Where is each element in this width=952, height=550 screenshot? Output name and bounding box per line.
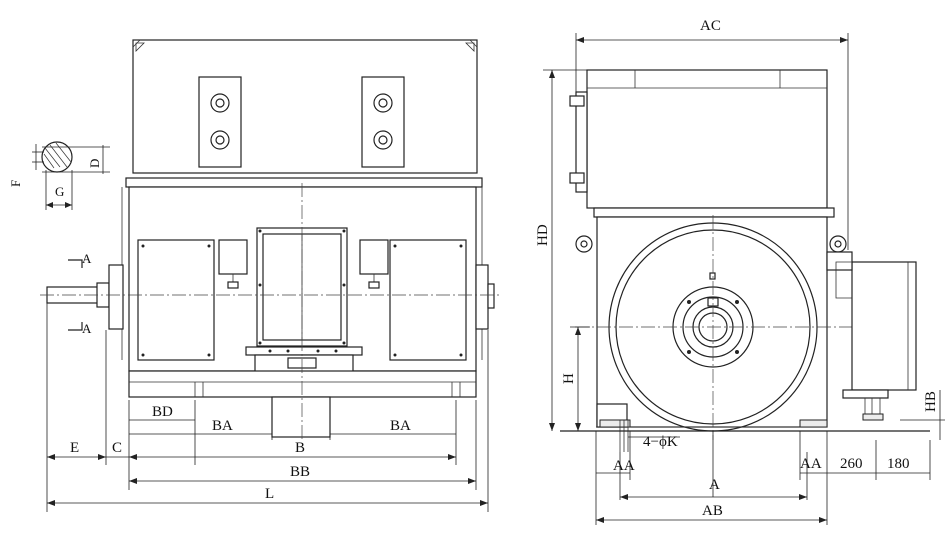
- dim-ac: AC: [700, 18, 721, 34]
- dim-ba-right: BA: [390, 418, 411, 434]
- motor-base: [128, 370, 477, 398]
- dim-260: 260: [840, 456, 863, 472]
- dim-180: 180: [887, 456, 910, 472]
- dim-g: G: [55, 184, 64, 199]
- terminal-box: [132, 39, 478, 174]
- dim-h: H: [561, 373, 577, 384]
- dim-bb: BB: [290, 464, 310, 480]
- upper-housing: [586, 69, 828, 209]
- dim-hb: HB: [923, 391, 939, 412]
- top-flange: [125, 177, 483, 188]
- center-foot: [271, 396, 331, 438]
- dim-aa-left: AA: [613, 458, 635, 474]
- front-view: A A D F G: [8, 39, 500, 512]
- dim-bd: BD: [152, 404, 173, 420]
- dim-hd: HD: [535, 224, 551, 246]
- panel-left: [137, 239, 215, 361]
- dim-l: L: [265, 486, 274, 502]
- aux-box-left: [218, 239, 248, 275]
- bearing-cap-left: [108, 264, 124, 330]
- bearing-cap-right: [475, 264, 489, 330]
- bushing-plate-right: [361, 76, 405, 168]
- dim-4-phi-k: 4−ϕK: [643, 434, 678, 450]
- dim-e: E: [70, 440, 79, 456]
- side-terminal-box: [851, 261, 917, 391]
- dim-ab: AB: [702, 503, 723, 519]
- panel-right: [389, 239, 467, 361]
- side-body: [596, 216, 828, 428]
- dim-f: F: [8, 180, 23, 187]
- bushing-plate-left: [198, 76, 242, 168]
- dim-a-bottom: A: [709, 477, 720, 493]
- dim-ba-left: BA: [212, 418, 233, 434]
- section-a-lower: A: [82, 321, 92, 336]
- dim-b: B: [295, 440, 305, 456]
- aux-box-right: [359, 239, 389, 275]
- section-a-upper: A: [82, 251, 92, 266]
- dim-d: D: [87, 159, 102, 168]
- dim-aa-right: AA: [800, 456, 822, 472]
- side-view: AC HD H HB 4−ϕK AA AA 260 180 A AB: [535, 18, 945, 525]
- dim-c: C: [112, 440, 122, 456]
